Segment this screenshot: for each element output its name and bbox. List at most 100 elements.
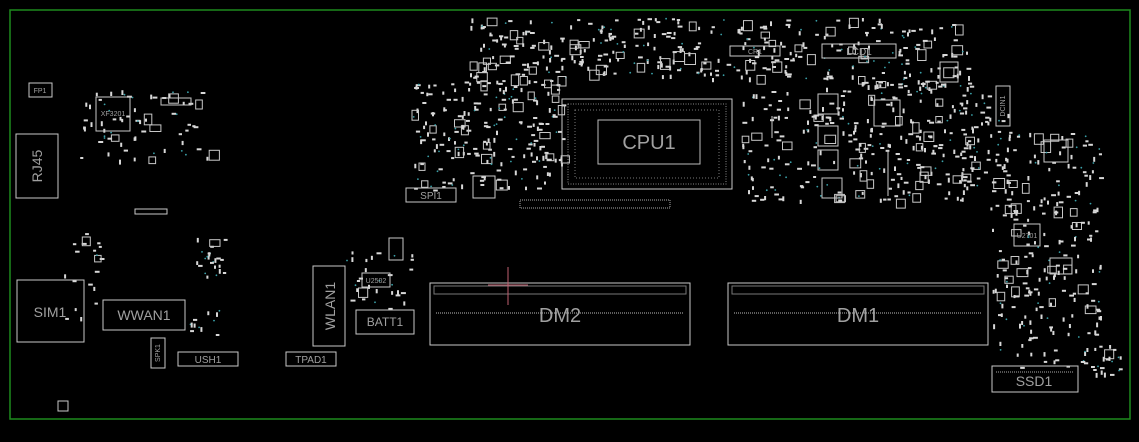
smd-pad xyxy=(878,81,883,84)
smd-pad xyxy=(560,37,565,40)
smd-pad xyxy=(1043,268,1046,273)
smd-pad xyxy=(888,187,892,190)
smd-pad xyxy=(603,53,609,56)
smd-pad xyxy=(981,122,983,126)
smd-pad xyxy=(1001,258,1005,261)
dcin-connector[interactable]: DCIN1 xyxy=(995,85,1011,127)
via xyxy=(903,78,905,81)
smd-pad xyxy=(897,183,900,189)
fp-connector[interactable]: FP1 xyxy=(28,82,53,98)
smd-pad xyxy=(573,60,576,64)
smd-ic xyxy=(569,44,582,56)
smd-pad xyxy=(1100,316,1102,321)
smd-pad xyxy=(192,125,196,128)
smd-pad xyxy=(1102,356,1105,362)
smd-pad xyxy=(917,80,920,85)
smd-pad xyxy=(754,195,759,198)
smd-ic xyxy=(1069,208,1078,217)
xf-label: XF3201 xyxy=(101,111,126,118)
smd-pad xyxy=(774,193,779,196)
smd-pad xyxy=(433,149,436,153)
smd-pad xyxy=(865,160,867,164)
smd-pad xyxy=(454,130,459,133)
smd-pad xyxy=(874,85,877,90)
lcd-connector[interactable]: LCD1 xyxy=(821,43,897,59)
via xyxy=(622,51,625,53)
wlan-slot[interactable]: WLAN1 xyxy=(312,265,346,347)
smd-pad xyxy=(996,164,1002,167)
smd-pad xyxy=(863,147,869,150)
wwan-slot[interactable]: WWAN1 xyxy=(102,299,186,331)
smd-pad xyxy=(938,144,944,147)
speaker-connector[interactable]: SPK1 xyxy=(150,337,166,369)
smd-pad xyxy=(953,149,956,154)
cr-connector[interactable]: CR1 xyxy=(729,45,781,57)
smd-ic xyxy=(1065,138,1074,148)
smd-pad xyxy=(547,158,552,161)
smd-pad xyxy=(962,190,965,195)
smd-ic xyxy=(684,53,696,65)
via xyxy=(816,185,819,188)
smd-pad xyxy=(862,82,865,86)
smd-pad xyxy=(1001,120,1006,123)
rj45-jack[interactable]: RJ45 xyxy=(15,133,59,199)
smd-pad xyxy=(1009,131,1013,134)
smd-pad xyxy=(896,173,902,176)
smd-pad xyxy=(851,75,854,80)
via xyxy=(665,17,667,20)
smd-pad xyxy=(356,280,361,282)
smd-pad xyxy=(1008,137,1011,142)
battery-connector[interactable]: BATT1 xyxy=(355,309,415,335)
smd-pad xyxy=(463,111,466,116)
smd-pad xyxy=(527,63,529,68)
smd-pad xyxy=(961,150,966,153)
smd-pad xyxy=(1093,156,1096,162)
ssd-connector[interactable]: SSD1 xyxy=(991,365,1079,393)
smd-pad xyxy=(867,144,872,147)
via xyxy=(495,96,498,99)
smd-pad xyxy=(1099,177,1104,180)
via xyxy=(498,107,501,110)
smd-pad xyxy=(1052,330,1055,335)
smd-pad xyxy=(1025,287,1030,290)
smd-pad xyxy=(133,108,136,113)
u2502-chip[interactable]: U2502 xyxy=(361,272,391,288)
via xyxy=(901,63,903,65)
smd-pad xyxy=(571,55,574,61)
smd-pad xyxy=(110,91,113,96)
smd-ic xyxy=(915,180,924,191)
via xyxy=(204,257,207,260)
smd-pad xyxy=(1056,180,1060,183)
via xyxy=(510,95,513,98)
smd-pad xyxy=(955,155,960,158)
smd-pad xyxy=(1005,157,1008,162)
usb-connector[interactable]: USH1 xyxy=(177,351,239,367)
smd-pad xyxy=(1068,324,1071,329)
spi-chip[interactable]: SPI1 xyxy=(405,187,457,203)
smd-pad xyxy=(777,155,780,160)
smd-pad xyxy=(939,27,944,30)
smd-pad xyxy=(900,176,903,180)
smd-pad xyxy=(1085,140,1089,143)
u2701-chip[interactable]: U2701 xyxy=(1013,223,1041,247)
smd-ic xyxy=(952,175,963,184)
smd-pad xyxy=(661,33,667,36)
via xyxy=(213,319,215,322)
smd-ic xyxy=(551,95,560,103)
xf3201-chip[interactable]: XF3201 xyxy=(95,96,131,132)
smd-pad xyxy=(492,56,495,60)
via xyxy=(1023,324,1025,327)
smd-pad xyxy=(905,139,908,144)
smd-pad xyxy=(1062,317,1065,322)
dimm-slot-dm2[interactable]: DM2 xyxy=(429,282,691,346)
touchpad-connector[interactable]: TPAD1 xyxy=(285,351,337,367)
smd-pad xyxy=(1071,314,1074,318)
cpu-label: CPU1 xyxy=(622,132,675,154)
cpu-package[interactable]: CPU1 xyxy=(561,98,733,190)
smd-pad xyxy=(887,198,891,201)
via xyxy=(548,71,550,74)
dimm-slot-dm1[interactable]: DM1 xyxy=(727,282,989,346)
via xyxy=(1018,134,1021,137)
sim-slot[interactable]: SIM1 xyxy=(16,279,85,343)
smd-pad xyxy=(190,330,194,333)
